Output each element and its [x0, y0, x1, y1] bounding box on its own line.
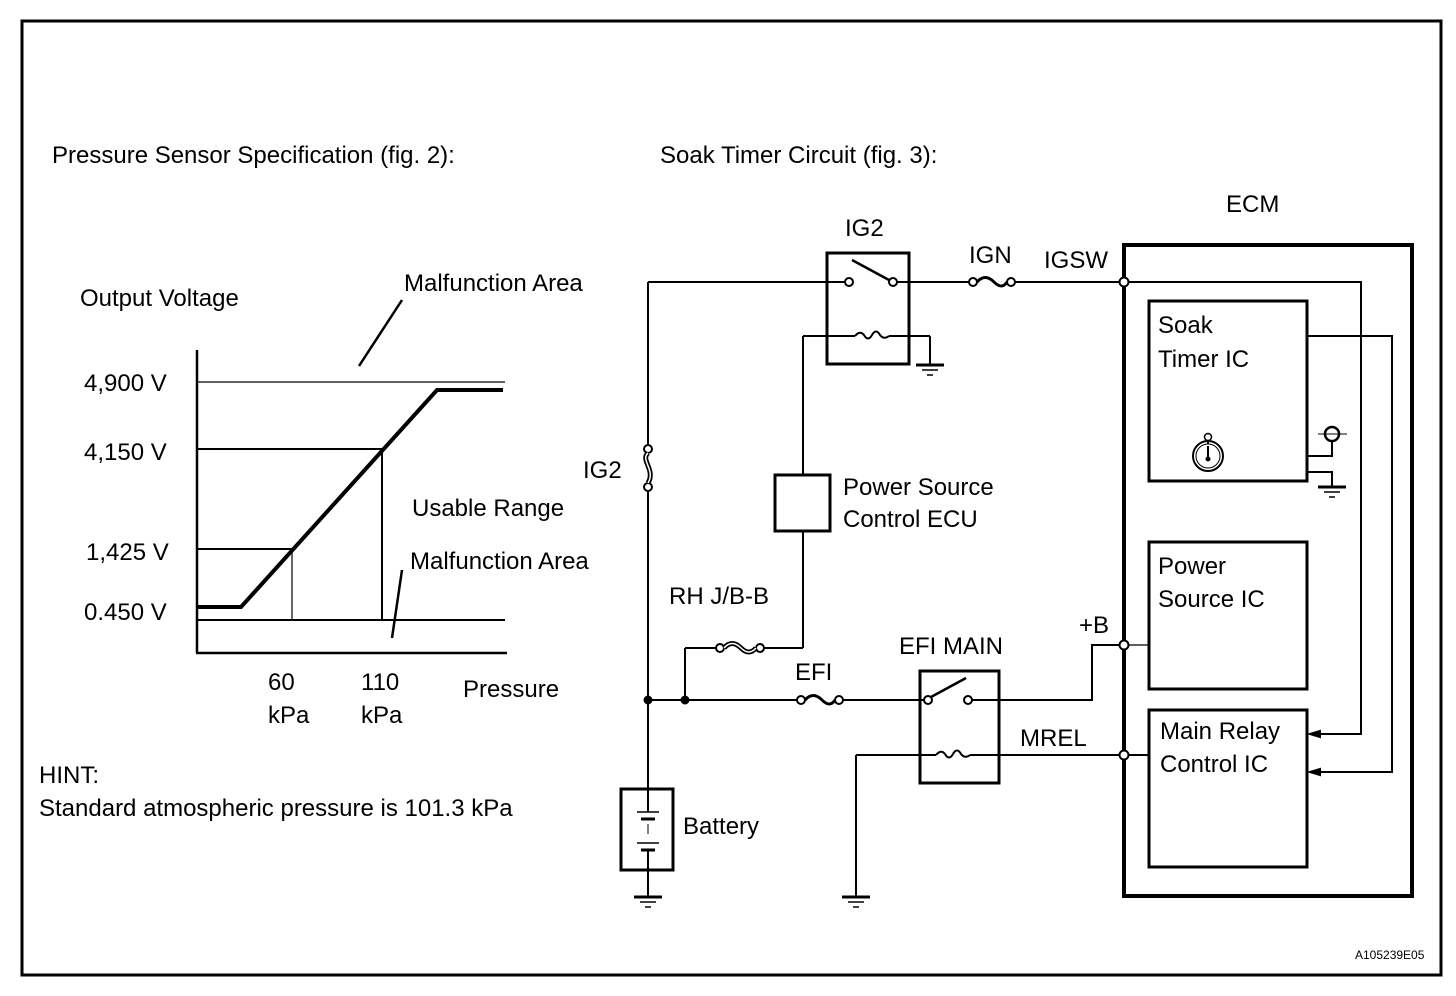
y-tick-0450: 0.450 V [84, 599, 167, 626]
outer-frame [20, 19, 1443, 977]
plus-b-terminal [1118, 639, 1130, 651]
power-source-ic-box [1147, 540, 1309, 691]
mrel-terminal-label: MREL [1020, 725, 1087, 752]
ecm-label: ECM [1226, 191, 1279, 218]
stopwatch-icon [1192, 432, 1224, 472]
main-relay-ic-label-1: Main Relay [1160, 718, 1280, 745]
efi-main-relay-switch-icon [923, 676, 973, 705]
wire-plusb-riser [1076, 644, 1120, 701]
main-relay-ic-label-2: Control IC [1160, 751, 1268, 778]
ign-fuse-icon [968, 276, 1016, 288]
battery-label: Battery [683, 813, 759, 840]
junction-dot-left [643, 695, 653, 705]
upper-malfunction-leader [357, 299, 404, 367]
y-tick-4150: 4,150 V [84, 439, 167, 466]
lower-malfunction-label: Malfunction Area [410, 548, 589, 575]
ig2-fuse-label: IG2 [583, 457, 622, 484]
x-tick-110-unit: kPa [361, 702, 403, 729]
battery-ground-icon [634, 895, 662, 908]
power-source-control-ecu-box [773, 473, 832, 533]
efi-main-relay-label: EFI MAIN [899, 633, 1003, 660]
battery-cell-icon [637, 789, 659, 896]
mrel-terminal [1118, 749, 1130, 761]
efi-main-relay-box [918, 669, 1001, 785]
efi-fuse-label: EFI [795, 659, 832, 686]
fig3-soak-timer-circuit: Soak Timer Circuit (fig. 3): IG2 IG2 [583, 142, 1414, 908]
ecm-box [1122, 243, 1414, 898]
efi-fuse-icon [796, 694, 844, 706]
igsw-terminal [1118, 276, 1130, 288]
power-source-ecu-label-2: Control ECU [843, 506, 978, 533]
power-source-ic-label-1: Power [1158, 553, 1226, 580]
power-source-ecu-label-1: Power Source [843, 474, 994, 501]
main-relay-control-ic-box [1147, 708, 1309, 869]
ig2-relay-ground-icon [916, 363, 944, 376]
wire-igsw-internal [1128, 281, 1362, 735]
sensor-output-curve [197, 388, 503, 609]
x-axis-label: Pressure [463, 676, 559, 703]
y-axis-label: Output Voltage [80, 285, 239, 312]
fig3-title: Soak Timer Circuit (fig. 3): [660, 142, 937, 169]
usable-range-label: Usable Range [412, 495, 564, 522]
soak-timer-power-icon [1307, 425, 1347, 457]
soak-timer-ic-label-2: Timer IC [1158, 346, 1249, 373]
power-source-ic-label-2: Source IC [1158, 586, 1265, 613]
x-tick-60-value: 60 [268, 669, 295, 696]
lower-malfunction-leader [390, 569, 404, 639]
hint-title: HINT: [39, 762, 99, 789]
fig2-title: Pressure Sensor Specification (fig. 2): [52, 142, 455, 169]
ign-fuse-label: IGN [969, 242, 1012, 269]
arrow-soak-timer-to-mrc [1306, 767, 1321, 777]
efi-main-ground-icon [842, 895, 870, 908]
fig2-pressure-sensor-chart: Pressure Sensor Specification (fig. 2): … [39, 142, 589, 822]
junction-dot-right [680, 695, 690, 705]
ig2-relay-switch-icon [844, 258, 898, 287]
x-tick-60-unit: kPa [268, 702, 310, 729]
rh-jb-label: RH J/B-B [669, 583, 769, 610]
ig2-relay-coil-icon [803, 330, 931, 364]
x-tick-110-value: 110 [361, 669, 399, 696]
y-tick-4900: 4,900 V [84, 370, 167, 397]
rh-jb-fuse-icon [715, 641, 765, 655]
ig2-fuse-icon [643, 444, 653, 492]
soak-timer-ground-icon [1307, 471, 1346, 498]
wire-soak-timer-output [1307, 335, 1393, 773]
figure-id: A105239E05 [1355, 948, 1425, 962]
ig2-relay-label: IG2 [845, 215, 884, 242]
efi-main-relay-coil-icon [855, 749, 1120, 896]
y-tick-1425: 1,425 V [86, 539, 169, 566]
igsw-terminal-label: IGSW [1044, 247, 1108, 274]
plus-b-terminal-label: +B [1079, 612, 1109, 639]
arrow-igsw-to-mrc [1306, 729, 1321, 739]
soak-timer-ic-box [1147, 299, 1309, 483]
upper-malfunction-label: Malfunction Area [404, 270, 583, 297]
ig2-relay-box [825, 251, 911, 366]
hint-text: Standard atmospheric pressure is 101.3 k… [39, 795, 513, 822]
soak-timer-ic-label-1: Soak [1158, 312, 1214, 339]
